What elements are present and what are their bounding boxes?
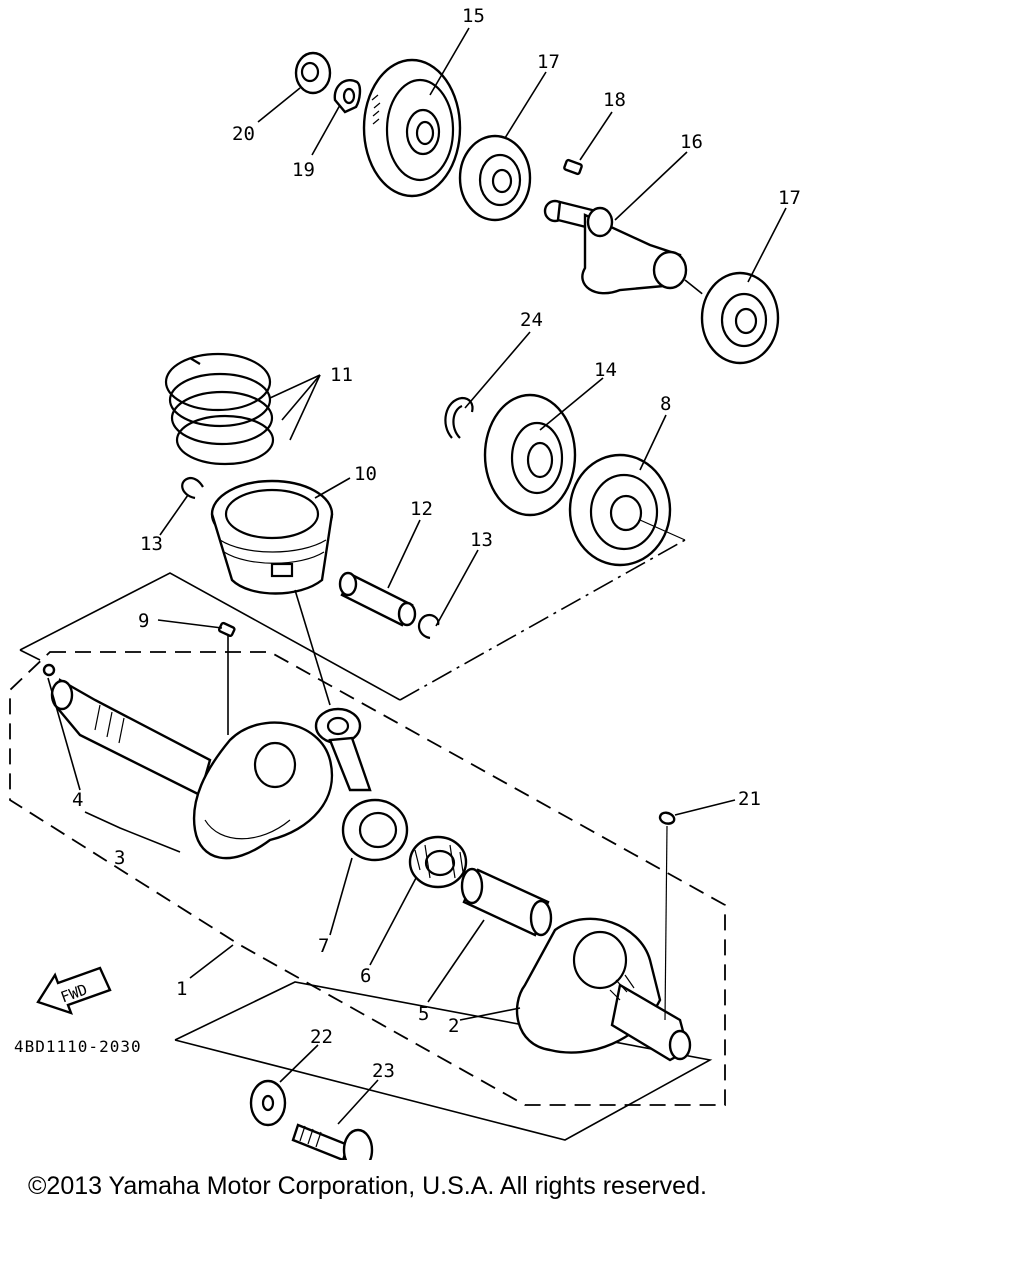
callout-1: 1	[176, 978, 187, 1000]
callout-8: 8	[660, 393, 671, 415]
key-18	[563, 158, 583, 176]
circlip-13-left	[181, 476, 204, 500]
callout-7: 7	[318, 935, 329, 957]
bearing-17-top	[458, 134, 532, 222]
fwd-arrow-icon: FWD	[36, 966, 112, 1015]
circlip-13-right	[417, 614, 440, 640]
balancer-shaft-16	[543, 199, 711, 301]
piston-pin-12	[338, 571, 417, 627]
callout-12: 12	[410, 498, 433, 520]
piston-group-outline	[19, 539, 686, 701]
crankshaft-right-2	[515, 917, 692, 1062]
callout-23: 23	[372, 1060, 395, 1082]
callout-5: 5	[418, 1003, 429, 1025]
piston-rings-11	[164, 352, 275, 466]
callout-18: 18	[603, 89, 626, 111]
callout-21: 21	[738, 788, 761, 810]
callout-17-top: 17	[537, 51, 560, 73]
callout-2: 2	[448, 1015, 459, 1037]
bolt-group-outline	[174, 981, 713, 1141]
washer-22	[249, 1079, 287, 1127]
nut-20	[294, 51, 332, 95]
primary-gear-15	[362, 58, 462, 198]
crank-pin-5	[460, 867, 553, 937]
circlip-24	[444, 396, 474, 439]
callout-10: 10	[354, 463, 377, 485]
lock-washer-19	[333, 79, 362, 114]
crankshaft-assembly-outline	[9, 651, 726, 1106]
diagram-code: 4BD1110-2030	[14, 1037, 142, 1056]
key-21	[658, 811, 676, 1021]
crankshaft-left-3	[42, 663, 334, 860]
callout-17-right: 17	[778, 187, 801, 209]
callout-19: 19	[292, 159, 315, 181]
callout-15: 15	[462, 5, 485, 27]
key-9	[218, 621, 236, 638]
leader-lines	[47, 27, 787, 1125]
callout-14: 14	[594, 359, 617, 381]
callout-20: 20	[232, 123, 255, 145]
callout-11: 11	[330, 364, 353, 386]
callout-3: 3	[114, 847, 125, 869]
needle-bearing-6	[408, 835, 468, 889]
bearing-8	[568, 453, 686, 567]
callout-labels: 15 17 18 16 17 20 19 11 24 14 8 10 12 13…	[14, 5, 801, 1082]
gear-14	[483, 393, 577, 517]
callout-4: 4	[72, 789, 83, 811]
bolt-23	[291, 1123, 374, 1160]
callout-22: 22	[310, 1026, 333, 1048]
copyright-notice: ©2013 Yamaha Motor Corporation, U.S.A. A…	[28, 1172, 707, 1200]
callout-13-left: 13	[140, 533, 163, 555]
callout-9: 9	[138, 610, 149, 632]
callout-6: 6	[360, 965, 371, 987]
callout-13-right: 13	[470, 529, 493, 551]
callout-16: 16	[680, 131, 703, 153]
exploded-parts-diagram: FWD 15 17 18 1	[9, 5, 801, 1160]
piston-10	[210, 479, 334, 595]
connecting-rod-7	[314, 707, 409, 862]
bearing-17-right	[700, 271, 780, 365]
callout-24: 24	[520, 309, 543, 331]
